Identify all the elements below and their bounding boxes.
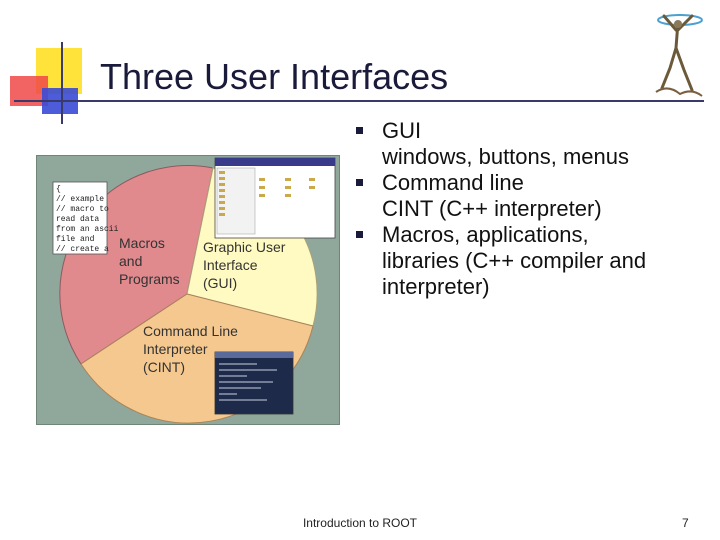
gui-label-line: (GUI) bbox=[203, 275, 237, 291]
code-line: // create a bbox=[56, 245, 109, 254]
bullet-main: Command line bbox=[382, 170, 524, 195]
bullet-item: Macros, applications, libraries (C++ com… bbox=[356, 222, 696, 300]
bullet-sub: CINT (C++ interpreter) bbox=[382, 196, 602, 221]
three-interfaces-figure: { // example // macro to read data from … bbox=[36, 155, 340, 425]
cli-label-line: Command Line bbox=[143, 323, 238, 339]
gui-label-line: Graphic User bbox=[203, 239, 286, 255]
bullet-item: GUI windows, buttons, menus bbox=[356, 118, 696, 170]
code-line: read data bbox=[56, 215, 99, 224]
bullet-square-icon bbox=[356, 179, 363, 186]
decor-vertical-line bbox=[61, 42, 63, 124]
root-logo-icon bbox=[655, 14, 703, 97]
code-line: { bbox=[56, 185, 61, 194]
bullet-item: Command line CINT (C++ interpreter) bbox=[356, 170, 696, 222]
code-line: // macro to bbox=[56, 205, 109, 214]
slide-footer: Introduction to ROOT bbox=[302, 516, 418, 530]
page-number: 7 bbox=[682, 516, 689, 530]
bullet-sub: libraries (C++ compiler and interpreter) bbox=[382, 248, 647, 299]
bullet-main: GUI bbox=[382, 118, 422, 143]
bullet-sub: windows, buttons, menus bbox=[382, 144, 630, 169]
bullet-square-icon bbox=[356, 127, 363, 134]
bullet-square-icon bbox=[356, 231, 363, 238]
code-line: // example bbox=[56, 195, 104, 204]
macros-label-line: Programs bbox=[119, 271, 180, 287]
title-underline bbox=[14, 100, 704, 102]
bullet-main: Macros, applications, bbox=[382, 222, 589, 247]
cli-label-line: (CINT) bbox=[143, 359, 185, 375]
slide-title: Three User Interfaces bbox=[100, 56, 449, 97]
bullet-list: GUI windows, buttons, menus Command line… bbox=[356, 118, 696, 300]
code-line: file and bbox=[56, 235, 95, 244]
cli-label-line: Interpreter bbox=[143, 341, 208, 357]
code-line: from an ascii bbox=[56, 225, 119, 234]
macros-label-line: and bbox=[119, 253, 142, 269]
macros-label-line: Macros bbox=[119, 235, 165, 251]
gui-label-line: Interface bbox=[203, 257, 258, 273]
